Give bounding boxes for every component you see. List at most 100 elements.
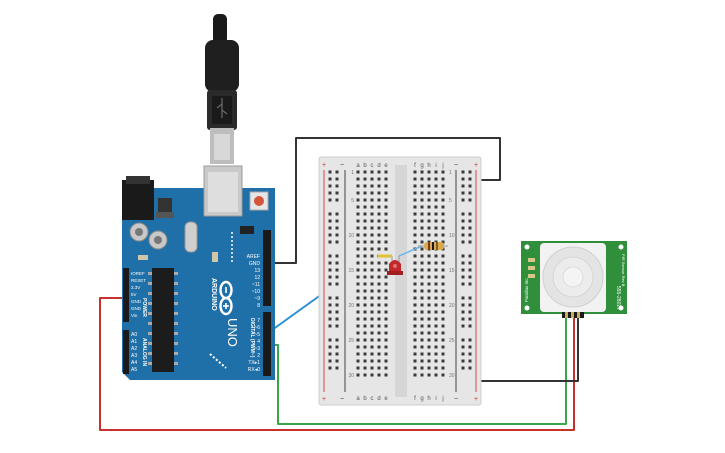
- breadboard-hole[interactable]: [427, 198, 431, 202]
- breadboard-hole[interactable]: [434, 205, 438, 209]
- breadboard-hole[interactable]: [420, 205, 424, 209]
- rail-hole[interactable]: [468, 317, 472, 321]
- rail-hole[interactable]: [328, 261, 332, 265]
- breadboard-hole[interactable]: [420, 352, 424, 356]
- rail-hole[interactable]: [468, 170, 472, 174]
- breadboard-hole[interactable]: [427, 289, 431, 293]
- breadboard-hole[interactable]: [434, 317, 438, 321]
- breadboard-hole[interactable]: [441, 205, 445, 209]
- breadboard-hole[interactable]: [384, 324, 388, 328]
- breadboard-hole[interactable]: [377, 191, 381, 195]
- breadboard-hole[interactable]: [441, 359, 445, 363]
- breadboard-hole[interactable]: [441, 261, 445, 265]
- breadboard-hole[interactable]: [363, 205, 367, 209]
- breadboard-hole[interactable]: [441, 366, 445, 370]
- breadboard-hole[interactable]: [356, 289, 360, 293]
- wire-signal-green[interactable]: [271, 317, 567, 425]
- breadboard-hole[interactable]: [370, 233, 374, 237]
- breadboard-hole[interactable]: [370, 212, 374, 216]
- breadboard-hole[interactable]: [356, 268, 360, 272]
- breadboard-hole[interactable]: [413, 198, 417, 202]
- breadboard-hole[interactable]: [441, 254, 445, 258]
- breadboard-hole[interactable]: [434, 366, 438, 370]
- breadboard-hole[interactable]: [384, 191, 388, 195]
- breadboard-hole[interactable]: [434, 359, 438, 363]
- rail-hole[interactable]: [335, 268, 339, 272]
- breadboard-hole[interactable]: [434, 233, 438, 237]
- breadboard[interactable]: + − − + + − − + a b c d e f g h i j a b …: [318, 156, 482, 406]
- breadboard-hole[interactable]: [427, 303, 431, 307]
- rail-hole[interactable]: [461, 282, 465, 286]
- breadboard-hole[interactable]: [384, 289, 388, 293]
- breadboard-hole[interactable]: [427, 233, 431, 237]
- breadboard-hole[interactable]: [384, 296, 388, 300]
- rail-hole[interactable]: [335, 219, 339, 223]
- breadboard-hole[interactable]: [356, 359, 360, 363]
- rail-hole[interactable]: [461, 317, 465, 321]
- breadboard-hole[interactable]: [427, 331, 431, 335]
- rail-hole[interactable]: [468, 359, 472, 363]
- breadboard-hole[interactable]: [434, 198, 438, 202]
- rail-hole[interactable]: [335, 233, 339, 237]
- breadboard-hole[interactable]: [356, 331, 360, 335]
- rail-hole[interactable]: [461, 240, 465, 244]
- breadboard-hole[interactable]: [384, 373, 388, 377]
- breadboard-hole[interactable]: [370, 310, 374, 314]
- breadboard-hole[interactable]: [370, 226, 374, 230]
- rail-hole[interactable]: [335, 177, 339, 181]
- breadboard-hole[interactable]: [370, 191, 374, 195]
- breadboard-hole[interactable]: [427, 261, 431, 265]
- breadboard-hole[interactable]: [441, 184, 445, 188]
- breadboard-hole[interactable]: [434, 324, 438, 328]
- breadboard-hole[interactable]: [370, 331, 374, 335]
- breadboard-hole[interactable]: [377, 240, 381, 244]
- rail-hole[interactable]: [468, 212, 472, 216]
- breadboard-hole[interactable]: [427, 205, 431, 209]
- breadboard-hole[interactable]: [363, 282, 367, 286]
- breadboard-hole[interactable]: [413, 240, 417, 244]
- rail-hole[interactable]: [328, 324, 332, 328]
- rail-hole[interactable]: [328, 366, 332, 370]
- led[interactable]: [387, 256, 403, 275]
- breadboard-hole[interactable]: [441, 352, 445, 356]
- breadboard-hole[interactable]: [370, 303, 374, 307]
- breadboard-hole[interactable]: [377, 212, 381, 216]
- breadboard-hole[interactable]: [441, 275, 445, 279]
- breadboard-hole[interactable]: [377, 317, 381, 321]
- rail-hole[interactable]: [468, 345, 472, 349]
- rail-hole[interactable]: [468, 310, 472, 314]
- breadboard-hole[interactable]: [441, 268, 445, 272]
- rail-hole[interactable]: [468, 254, 472, 258]
- rail-hole[interactable]: [468, 366, 472, 370]
- breadboard-hole[interactable]: [384, 184, 388, 188]
- breadboard-hole[interactable]: [356, 177, 360, 181]
- breadboard-hole[interactable]: [356, 296, 360, 300]
- breadboard-holes[interactable]: [328, 170, 472, 377]
- breadboard-hole[interactable]: [363, 247, 367, 251]
- rail-hole[interactable]: [461, 268, 465, 272]
- rail-hole[interactable]: [461, 345, 465, 349]
- breadboard-hole[interactable]: [434, 212, 438, 216]
- rail-hole[interactable]: [468, 275, 472, 279]
- breadboard-hole[interactable]: [427, 359, 431, 363]
- breadboard-hole[interactable]: [384, 359, 388, 363]
- breadboard-hole[interactable]: [370, 296, 374, 300]
- breadboard-hole[interactable]: [363, 331, 367, 335]
- breadboard-hole[interactable]: [377, 205, 381, 209]
- reset-button[interactable]: [254, 196, 264, 206]
- rail-hole[interactable]: [335, 240, 339, 244]
- breadboard-hole[interactable]: [427, 184, 431, 188]
- rail-hole[interactable]: [468, 177, 472, 181]
- rail-hole[interactable]: [468, 352, 472, 356]
- breadboard-hole[interactable]: [363, 198, 367, 202]
- rail-hole[interactable]: [328, 296, 332, 300]
- breadboard-hole[interactable]: [370, 261, 374, 265]
- breadboard-hole[interactable]: [363, 352, 367, 356]
- breadboard-hole[interactable]: [420, 282, 424, 286]
- rail-hole[interactable]: [468, 191, 472, 195]
- breadboard-hole[interactable]: [384, 331, 388, 335]
- breadboard-hole[interactable]: [434, 345, 438, 349]
- breadboard-hole[interactable]: [356, 219, 360, 223]
- breadboard-hole[interactable]: [356, 212, 360, 216]
- breadboard-hole[interactable]: [377, 247, 381, 251]
